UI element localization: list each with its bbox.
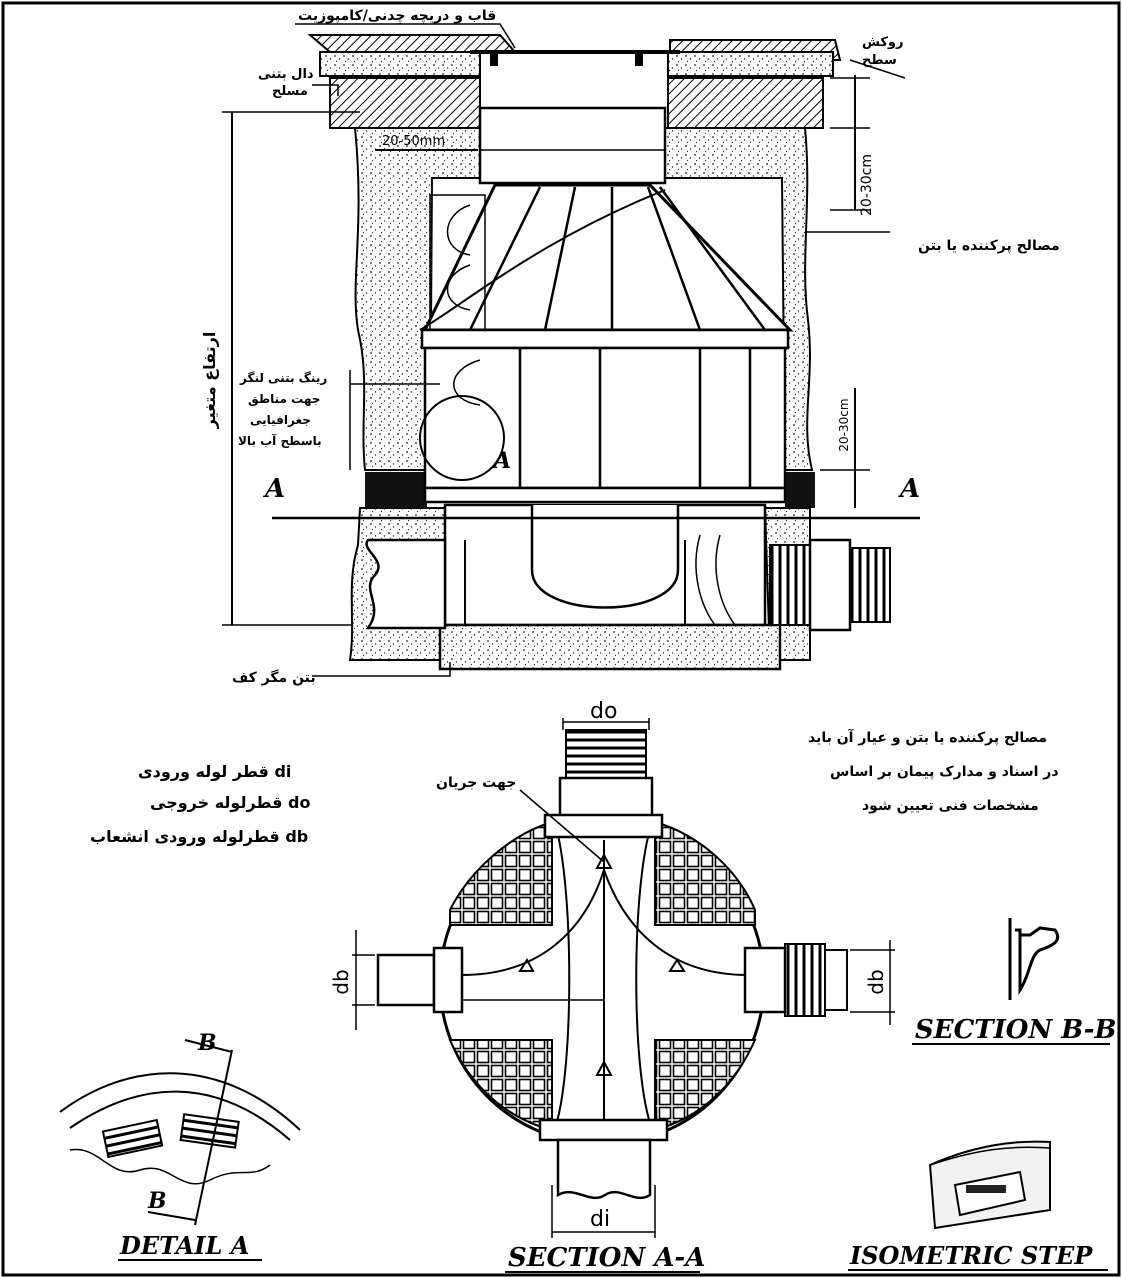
lean-concrete-label: بتن مگر کف (232, 669, 316, 686)
slab-label-2: مسلح (272, 84, 308, 99)
section-bb: SECTION B-B (912, 918, 1117, 1045)
notes: مصالح پرکننده یا بتن و عیار آن باید در ا… (808, 728, 1059, 814)
dim-do-label: do (590, 699, 617, 724)
legend: قطر لوله ورودی di قطرلوله خروجی do قطرلو… (90, 762, 311, 846)
elevation-section: A A A ارتفاع متغیر 20-30cm 20-30cm 20-50… (200, 8, 1060, 686)
road-surface-label-2: سطح (862, 53, 897, 68)
slab-label-1: دال بتنی (258, 67, 314, 82)
outlet-pipe-top (565, 729, 647, 779)
branch-inlet-left (376, 953, 436, 1007)
title-section-aa: SECTION A-A (508, 1243, 705, 1273)
flow-direction-label: جهت جریان (436, 775, 516, 791)
inlet-pipe (365, 538, 447, 630)
anchor-ring-label-3: جغرافیایی (250, 413, 311, 427)
fill-material-label: مصالح پرکننده یا بتن (918, 238, 1060, 254)
mark-b-bottom: B (147, 1188, 167, 1214)
anchor-ring-label-2: جهت مناطق (248, 392, 320, 406)
isometric-step: ISOMETRIC STEP (848, 1140, 1108, 1271)
manhole-shaft (419, 194, 790, 504)
branch-inlet-right (784, 943, 826, 1017)
dim-gap-label: 20-50mm (382, 134, 445, 149)
variable-height-label: ارتفاع متغیر (200, 332, 219, 430)
dim-ring-label: 20-30cm (837, 398, 851, 451)
legend-di: قطر لوله ورودی di (138, 762, 291, 781)
anchor-ring-left (365, 472, 427, 508)
inlet-pipe-bottom (556, 1138, 652, 1200)
note-line-1: مصالح پرکننده یا بتن و عیار آن باید (808, 728, 1047, 746)
mark-b-top: B (197, 1030, 217, 1056)
manhole-neck (478, 106, 667, 185)
road-surface (307, 34, 842, 77)
step-profile (1008, 918, 1060, 1000)
note-line-2: در اسناد و مدارک پیمان بر اساس (830, 764, 1059, 780)
legend-do: قطرلوله خروجی do (150, 793, 311, 812)
section-aa: do جهت جریان db (329, 699, 895, 1273)
title-section-bb: SECTION B-B (915, 1015, 1117, 1045)
outlet-pipe-corrugated (769, 538, 891, 632)
note-line-3: مشخصات فنی تعیین شود (862, 798, 1039, 814)
legend-db: قطرلوله ورودی انشعاب db (90, 827, 308, 846)
section-mark-right: A (897, 474, 920, 504)
manhole-base (438, 503, 782, 671)
cover-label: قاب و دریچه چدنی/کامپوزیت (298, 8, 496, 24)
dim-di-label: di (590, 1207, 610, 1232)
section-mark-left: A (262, 474, 285, 504)
detail-a: B B DETAIL A (59, 1030, 301, 1261)
dim-db-left-label: db (329, 969, 353, 994)
anchor-ring-label-4: باسطح آب بالا (238, 433, 322, 448)
title-detail-a: DETAIL A (119, 1231, 249, 1260)
road-surface-label-1: روکش (862, 35, 904, 50)
dim-db-right-label: db (864, 969, 888, 994)
manhole-cone (419, 183, 794, 332)
detail-mark: A (492, 448, 511, 474)
anchor-ring-right (785, 472, 815, 508)
anchor-ring-label-1: رینگ بتنی لنگر (239, 371, 327, 385)
title-isometric: ISOMETRIC STEP (849, 1241, 1093, 1270)
dim-top-label: 20-30cm (859, 154, 875, 216)
